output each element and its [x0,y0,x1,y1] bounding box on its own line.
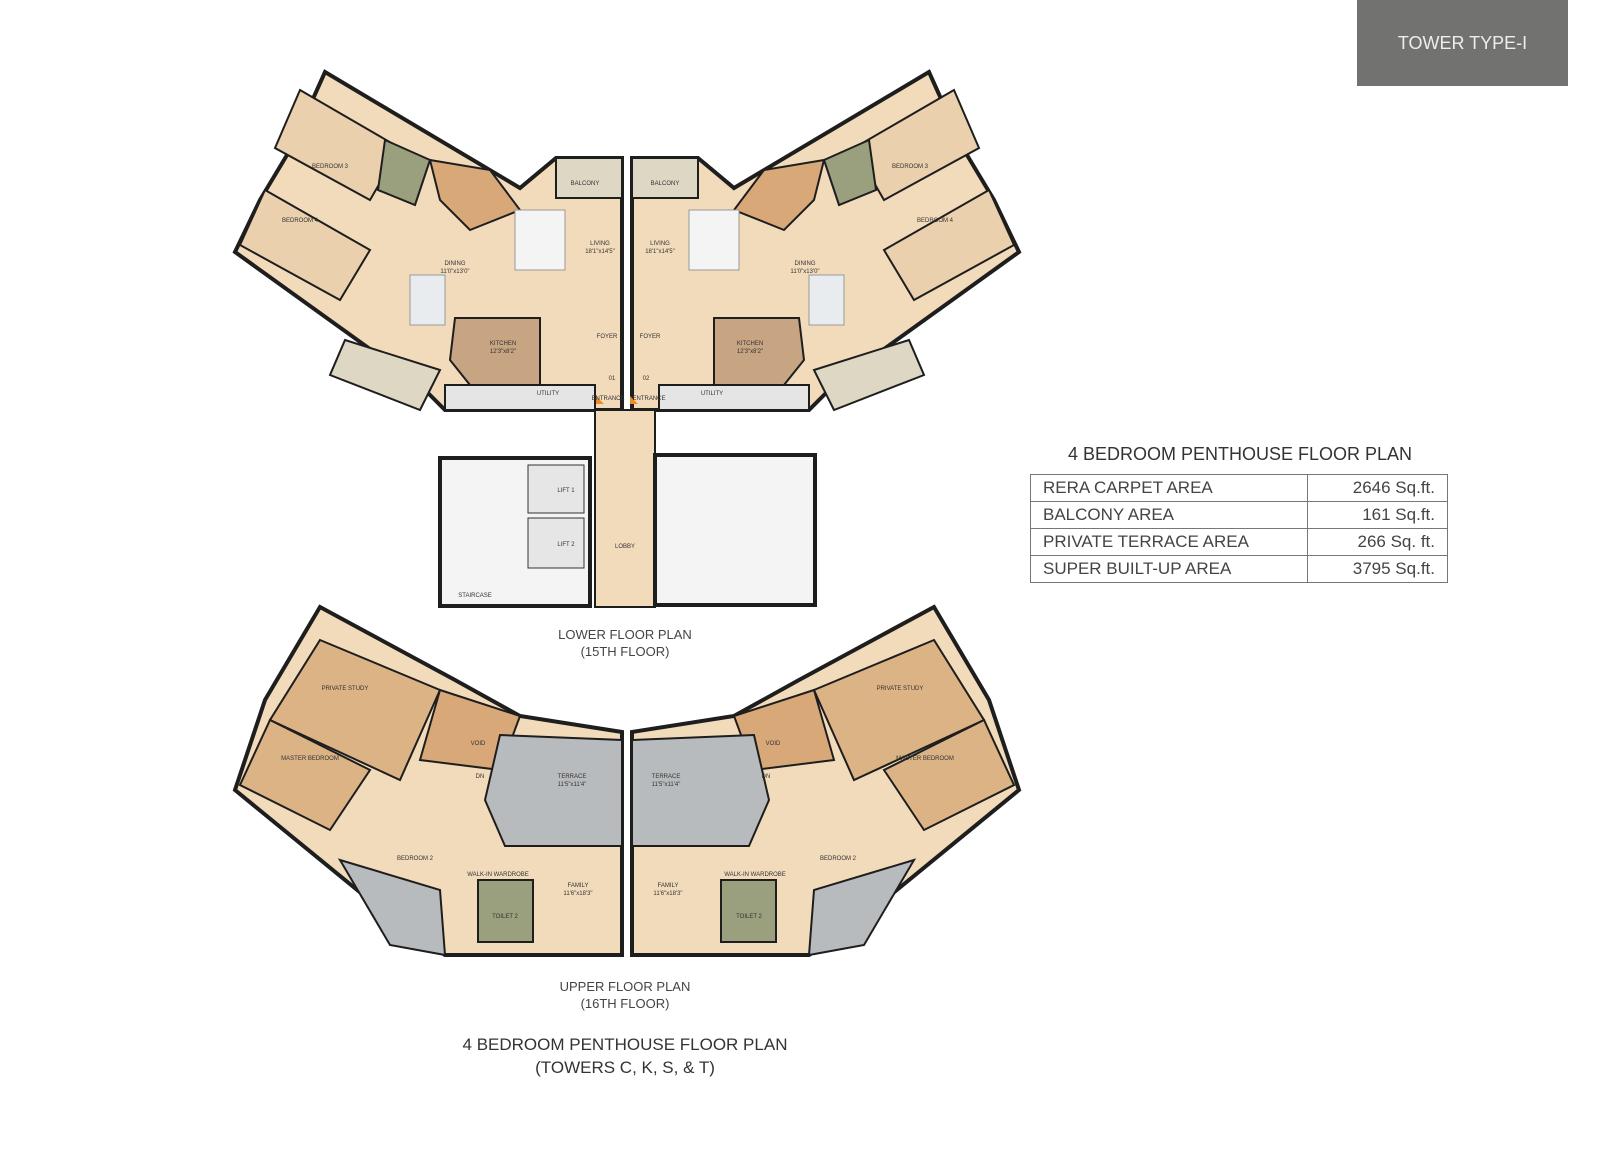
label-dining-size: 11'0"x13'0" [790,269,819,275]
row-value: 3795 Sq.ft. [1307,555,1448,583]
lower-floor-caption: LOWER FLOOR PLAN (15TH FLOOR) [525,626,725,660]
upper-floor-caption-floor: (16TH FLOOR) [580,996,670,1011]
label-staircase: STAIRCASE [458,593,492,599]
upper-floor-caption: UPPER FLOOR PLAN (16TH FLOOR) [525,978,725,1012]
label-wardrobe: WALK-IN WARDROBE [467,872,529,878]
label-dn: DN [476,774,485,780]
label-bedroom-2: BEDROOM 2 [820,856,857,862]
label-master-bedroom: MASTER BEDROOM [896,756,954,762]
label-living-size: 18'1"x14'5" [585,249,615,255]
label-utility: UTILITY [701,391,723,397]
bedroom-4 [238,188,372,302]
label-balcony: BALCONY [571,181,600,187]
label-toilet: TOILET 2 [492,914,518,920]
row-value: 266 Sq. ft. [1307,528,1448,556]
label-dining: DINING [445,261,466,267]
plan-title-line1: 4 BEDROOM PENTHOUSE FLOOR PLAN [462,1035,788,1054]
toilet [376,138,432,207]
bedroom-3 [273,88,402,202]
label-private-study: PRIVATE STUDY [322,686,369,692]
label-terrace: TERRACE [652,774,681,780]
label-lobby: LOBBY [615,544,635,550]
label-family: FAMILY [658,883,679,889]
label-lift-1: LIFT 1 [557,488,575,494]
terrace [337,858,447,957]
lower-floor-caption-floor: (15TH FLOOR) [580,644,670,659]
upper-left-wing [232,604,624,957]
lower-floor-caption-title: LOWER FLOOR PLAN [558,627,692,642]
balcony [555,157,623,199]
label-entrance: ENTRANCE [591,396,624,402]
plan-title-towers: (TOWERS C, K, S, & T) [535,1058,715,1077]
toilet-2 [477,879,534,943]
label-kitchen: KITCHEN [490,341,516,347]
spec-table-title: 4 BEDROOM PENTHOUSE FLOOR PLAN [1067,444,1413,464]
label-kitchen: KITCHEN [737,341,763,347]
upper-floor-plan: TERRACE 11'5"x11'4" TERRACE 11'5"x11'4" … [232,604,1022,957]
label-master-bedroom: MASTER BEDROOM [281,756,339,762]
label-terrace: TERRACE [558,774,587,780]
label-living-size: 18'1"x14'5" [645,249,675,255]
label-entrance: ENTRANCE [632,396,665,402]
staircase-internal [428,158,522,232]
tower-type-tag: TOWER TYPE-I [1357,0,1568,86]
lower-right-wing [630,69,1022,412]
private-study [268,638,442,782]
upper-floor-caption-title: UPPER FLOOR PLAN [559,979,691,994]
label-living: LIVING [650,241,670,247]
label-family-size: 11'6"x18'3" [653,891,682,897]
label-void: VOID [471,741,486,747]
label-utility: UTILITY [537,391,559,397]
label-terrace-size: 11'5"x11'4" [558,782,587,788]
label-family: FAMILY [568,883,589,889]
label-foyer: FOYER [640,334,661,340]
row-value: 2646 Sq.ft. [1307,474,1448,502]
plan-title: 4 BEDROOM PENTHOUSE FLOOR PLAN (TOWERS C… [420,1033,830,1079]
balcony [328,338,442,412]
label-unit-01: 01 [609,376,616,382]
row-value: 161 Sq.ft. [1307,501,1448,529]
label-bedroom: BEDROOM 3 [312,164,349,170]
label-toilet: TOILET 2 [736,914,762,920]
label-bedroom: BEDROOM 3 [892,164,929,170]
lift-1 [527,464,585,514]
upper-right-wing [630,604,1022,957]
label-bedroom-2: BEDROOM 2 [397,856,434,862]
lobby [594,409,656,608]
label-balcony: BALCONY [651,181,680,187]
label-kitchen-size: 12'3"x8'2" [490,349,516,355]
label-foyer: FOYER [597,334,618,340]
lower-left-wing [232,69,624,412]
utility [444,384,596,411]
label-lift-2: LIFT 2 [557,542,575,548]
terrace [483,733,623,847]
label-private-study: PRIVATE STUDY [877,686,924,692]
label-dn: DN [762,774,771,780]
label-terrace-size: 11'5"x11'4" [652,782,681,788]
label-void: VOID [766,741,781,747]
label-dining: DINING [795,261,816,267]
label-living: LIVING [590,241,610,247]
row-label: BALCONY AREA [1030,501,1308,529]
label-bedroom: BEDROOM 4 [282,218,319,224]
label-bedroom: BEDROOM 4 [917,218,954,224]
label-wardrobe: WALK-IN WARDROBE [724,872,786,878]
row-label: RERA CARPET AREA [1030,474,1308,502]
master-bedroom [238,718,372,832]
label-unit-02: 02 [643,376,650,382]
lift-2 [527,517,585,569]
label-kitchen-size: 12'3"x8'2" [737,349,763,355]
label-family-size: 11'6"x18'3" [563,891,592,897]
row-label: SUPER BUILT-UP AREA [1030,555,1308,583]
lower-floor-plan: LIVING 18'1"x14'5" LIVING 18'1"x14'5" DI… [232,69,1022,608]
staircase-right [653,453,817,607]
label-dining-size: 11'0"x13'0" [440,269,469,275]
row-label: PRIVATE TERRACE AREA [1030,528,1308,556]
